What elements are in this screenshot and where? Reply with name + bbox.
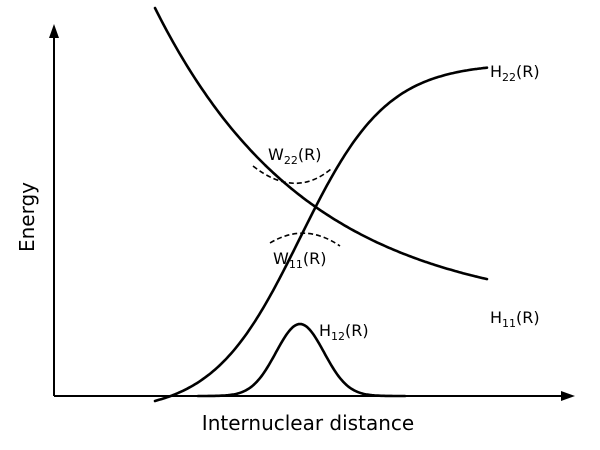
h11-diabatic-curve <box>153 6 489 281</box>
axes <box>49 24 575 401</box>
h22-label: H22(R) <box>490 62 540 84</box>
h22-diabatic-curve <box>153 66 489 403</box>
y-axis-title: Energy <box>15 182 39 252</box>
h12-label: H12(R) <box>319 321 369 343</box>
w22-adiabatic-curve <box>252 165 332 185</box>
w22-label: W22(R) <box>268 145 321 167</box>
w11-label: W11(R) <box>273 249 326 271</box>
x-axis-arrowhead <box>561 391 575 401</box>
y-axis-arrowhead <box>49 24 59 38</box>
x-axis-title: Internuclear distance <box>202 411 414 435</box>
w11-adiabatic-curve <box>269 232 341 247</box>
h12-coupling-curve <box>196 322 407 398</box>
h11-label: H11(R) <box>490 308 540 330</box>
